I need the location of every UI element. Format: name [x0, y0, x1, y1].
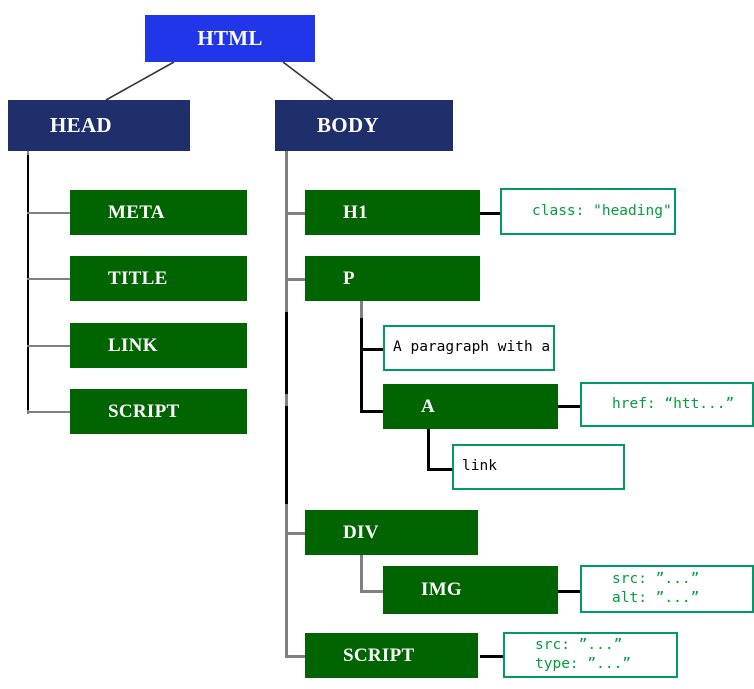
node-p-label: P	[343, 267, 355, 289]
textbox-link[interactable]: link	[452, 444, 625, 490]
attr-a-href: href: “htt...”	[612, 395, 735, 412]
attr-script-type: type: ”...”	[535, 656, 632, 672]
node-head-label: HEAD	[50, 113, 112, 137]
attrbox-img-attrs[interactable]: src: ”...” alt: ”...”	[580, 565, 754, 613]
node-p[interactable]: P	[305, 256, 480, 301]
connector-head-to-script	[27, 411, 72, 413]
attr-img-src: src: ”...”	[612, 570, 700, 587]
connector-body-to-div	[285, 532, 307, 535]
connector-script-to-attrs	[480, 655, 504, 658]
node-title[interactable]: TITLE	[70, 256, 247, 301]
node-link[interactable]: LINK	[70, 323, 247, 368]
connector-body-trunk-seg-a	[285, 312, 288, 394]
node-img[interactable]: IMG	[383, 566, 558, 614]
connector-div-trunk	[360, 554, 363, 592]
connector-body-to-script	[285, 655, 307, 658]
node-meta-label: META	[108, 201, 165, 223]
attr-script-src: src: ”...”	[535, 636, 623, 653]
node-head[interactable]: HEAD	[8, 100, 190, 151]
attrbox-script-attrs[interactable]: src: ”...” type: ”...”	[503, 632, 678, 678]
node-img-label: IMG	[421, 579, 463, 600]
connector-body-to-h1	[285, 212, 307, 215]
node-html[interactable]: HTML	[145, 15, 315, 62]
text-paragraph: A paragraph with a	[393, 339, 551, 356]
connector-div-to-img	[360, 590, 385, 593]
node-meta[interactable]: META	[70, 190, 247, 235]
connector-head-to-link	[27, 345, 72, 347]
connector-head-trunk-overlay	[27, 155, 29, 410]
connector-body-to-p	[285, 278, 307, 281]
connector-a-trunk	[427, 428, 430, 470]
node-title-label: TITLE	[108, 267, 168, 289]
attrbox-a-href[interactable]: href: “htt...”	[580, 382, 754, 427]
node-h1[interactable]: H1	[305, 190, 480, 235]
node-head-script[interactable]: SCRIPT	[70, 389, 247, 434]
node-body[interactable]: BODY	[275, 100, 453, 151]
attrbox-h1-class[interactable]: class: "heading"	[500, 188, 676, 235]
attr-img-alt: alt: ”...”	[612, 590, 700, 606]
node-body-label: BODY	[317, 113, 379, 137]
connector-img-to-attrs	[558, 590, 582, 593]
node-link-label: LINK	[108, 334, 158, 356]
node-div-label: DIV	[343, 521, 379, 543]
connector-p-trunk-overlay	[360, 318, 363, 410]
attr-h1-class: class: "heading"	[532, 202, 672, 219]
node-body-script[interactable]: SCRIPT	[305, 633, 478, 678]
textbox-paragraph[interactable]: A paragraph with a	[383, 325, 555, 371]
connector-head-to-title	[27, 278, 72, 280]
node-html-label: HTML	[197, 26, 263, 50]
connector-h1-to-class-attr	[480, 212, 502, 215]
connector-a-to-href-attr	[558, 405, 582, 408]
connector-p-to-a	[360, 410, 385, 413]
node-body-script-label: SCRIPT	[343, 644, 415, 666]
connector-body-trunk	[285, 150, 288, 655]
connector-body-trunk-seg-b	[285, 406, 288, 504]
connector-head-to-meta	[27, 212, 72, 214]
node-div[interactable]: DIV	[305, 510, 478, 555]
connector-a-to-linktext	[427, 468, 454, 471]
node-a-label: A	[421, 395, 436, 417]
node-head-script-label: SCRIPT	[108, 400, 180, 422]
node-h1-label: H1	[343, 201, 368, 223]
text-link: link	[462, 458, 497, 475]
connector-p-to-textnode	[360, 348, 385, 351]
node-a[interactable]: A	[383, 384, 558, 429]
